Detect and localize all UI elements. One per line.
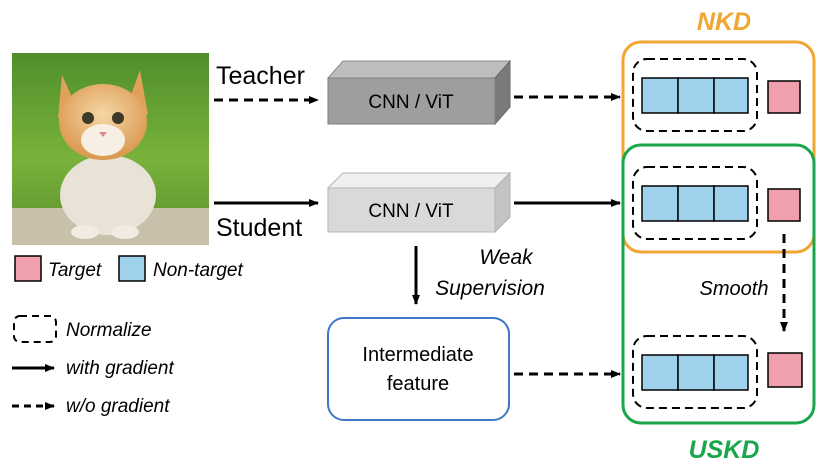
uskd-title: USKD xyxy=(689,436,760,464)
kitten-head xyxy=(59,84,147,160)
legend-target-label: Target xyxy=(48,260,102,281)
target-cell xyxy=(767,188,801,222)
non-target-cell xyxy=(713,354,749,391)
teacher-model-label: CNN / ViT xyxy=(368,92,454,113)
kitten-body xyxy=(60,155,156,235)
kitten-eye xyxy=(82,112,94,124)
non-target-cell xyxy=(641,77,679,114)
legend-non-target-swatch xyxy=(118,255,146,282)
kitten-photo xyxy=(12,53,209,245)
uskd-group xyxy=(621,143,816,425)
non-target-cell xyxy=(713,185,749,222)
legend-with-gradient-label: with gradient xyxy=(66,358,174,379)
nkd-title: NKD xyxy=(697,8,751,36)
legend-normalize-swatch xyxy=(13,315,57,343)
teacher-logits xyxy=(632,58,801,132)
soft-target-logits xyxy=(632,335,803,409)
non-target-cell xyxy=(677,77,715,114)
teacher-model-box: CNN / ViT xyxy=(326,59,512,126)
student-model-label: CNN / ViT xyxy=(368,201,454,222)
target-cell xyxy=(767,352,803,388)
legend-non-target-label: Non-target xyxy=(153,260,243,281)
legend-wo-gradient-label: w/o gradient xyxy=(66,396,170,417)
kitten-paw xyxy=(111,225,139,239)
student-model-box: CNN / ViT xyxy=(326,171,512,234)
supervision-label: Supervision xyxy=(435,277,545,300)
non-target-cell xyxy=(713,77,749,114)
feature-label-line1: Intermediate xyxy=(362,344,473,366)
legend-normalize-label: Normalize xyxy=(66,320,152,341)
non-target-cell xyxy=(677,354,715,391)
kitten-paw xyxy=(71,225,99,239)
non-target-cell xyxy=(641,185,679,222)
non-target-cell xyxy=(677,185,715,222)
legend: Target Non-target Normalize with gradien… xyxy=(12,255,243,417)
student-label: Student xyxy=(216,214,302,242)
non-target-cell xyxy=(641,354,679,391)
feature-label-line2: feature xyxy=(387,373,449,395)
weak-label: Weak xyxy=(479,246,534,269)
teacher-label: Teacher xyxy=(216,62,305,90)
legend-target-swatch xyxy=(14,255,42,282)
kitten-eye xyxy=(112,112,124,124)
smooth-label: Smooth xyxy=(700,278,769,300)
kitten-nose xyxy=(99,132,107,137)
target-cell xyxy=(767,80,801,114)
intermediate-feature-box: Intermediate feature xyxy=(327,317,510,421)
student-logits xyxy=(632,166,801,240)
nkd-group xyxy=(621,40,816,254)
